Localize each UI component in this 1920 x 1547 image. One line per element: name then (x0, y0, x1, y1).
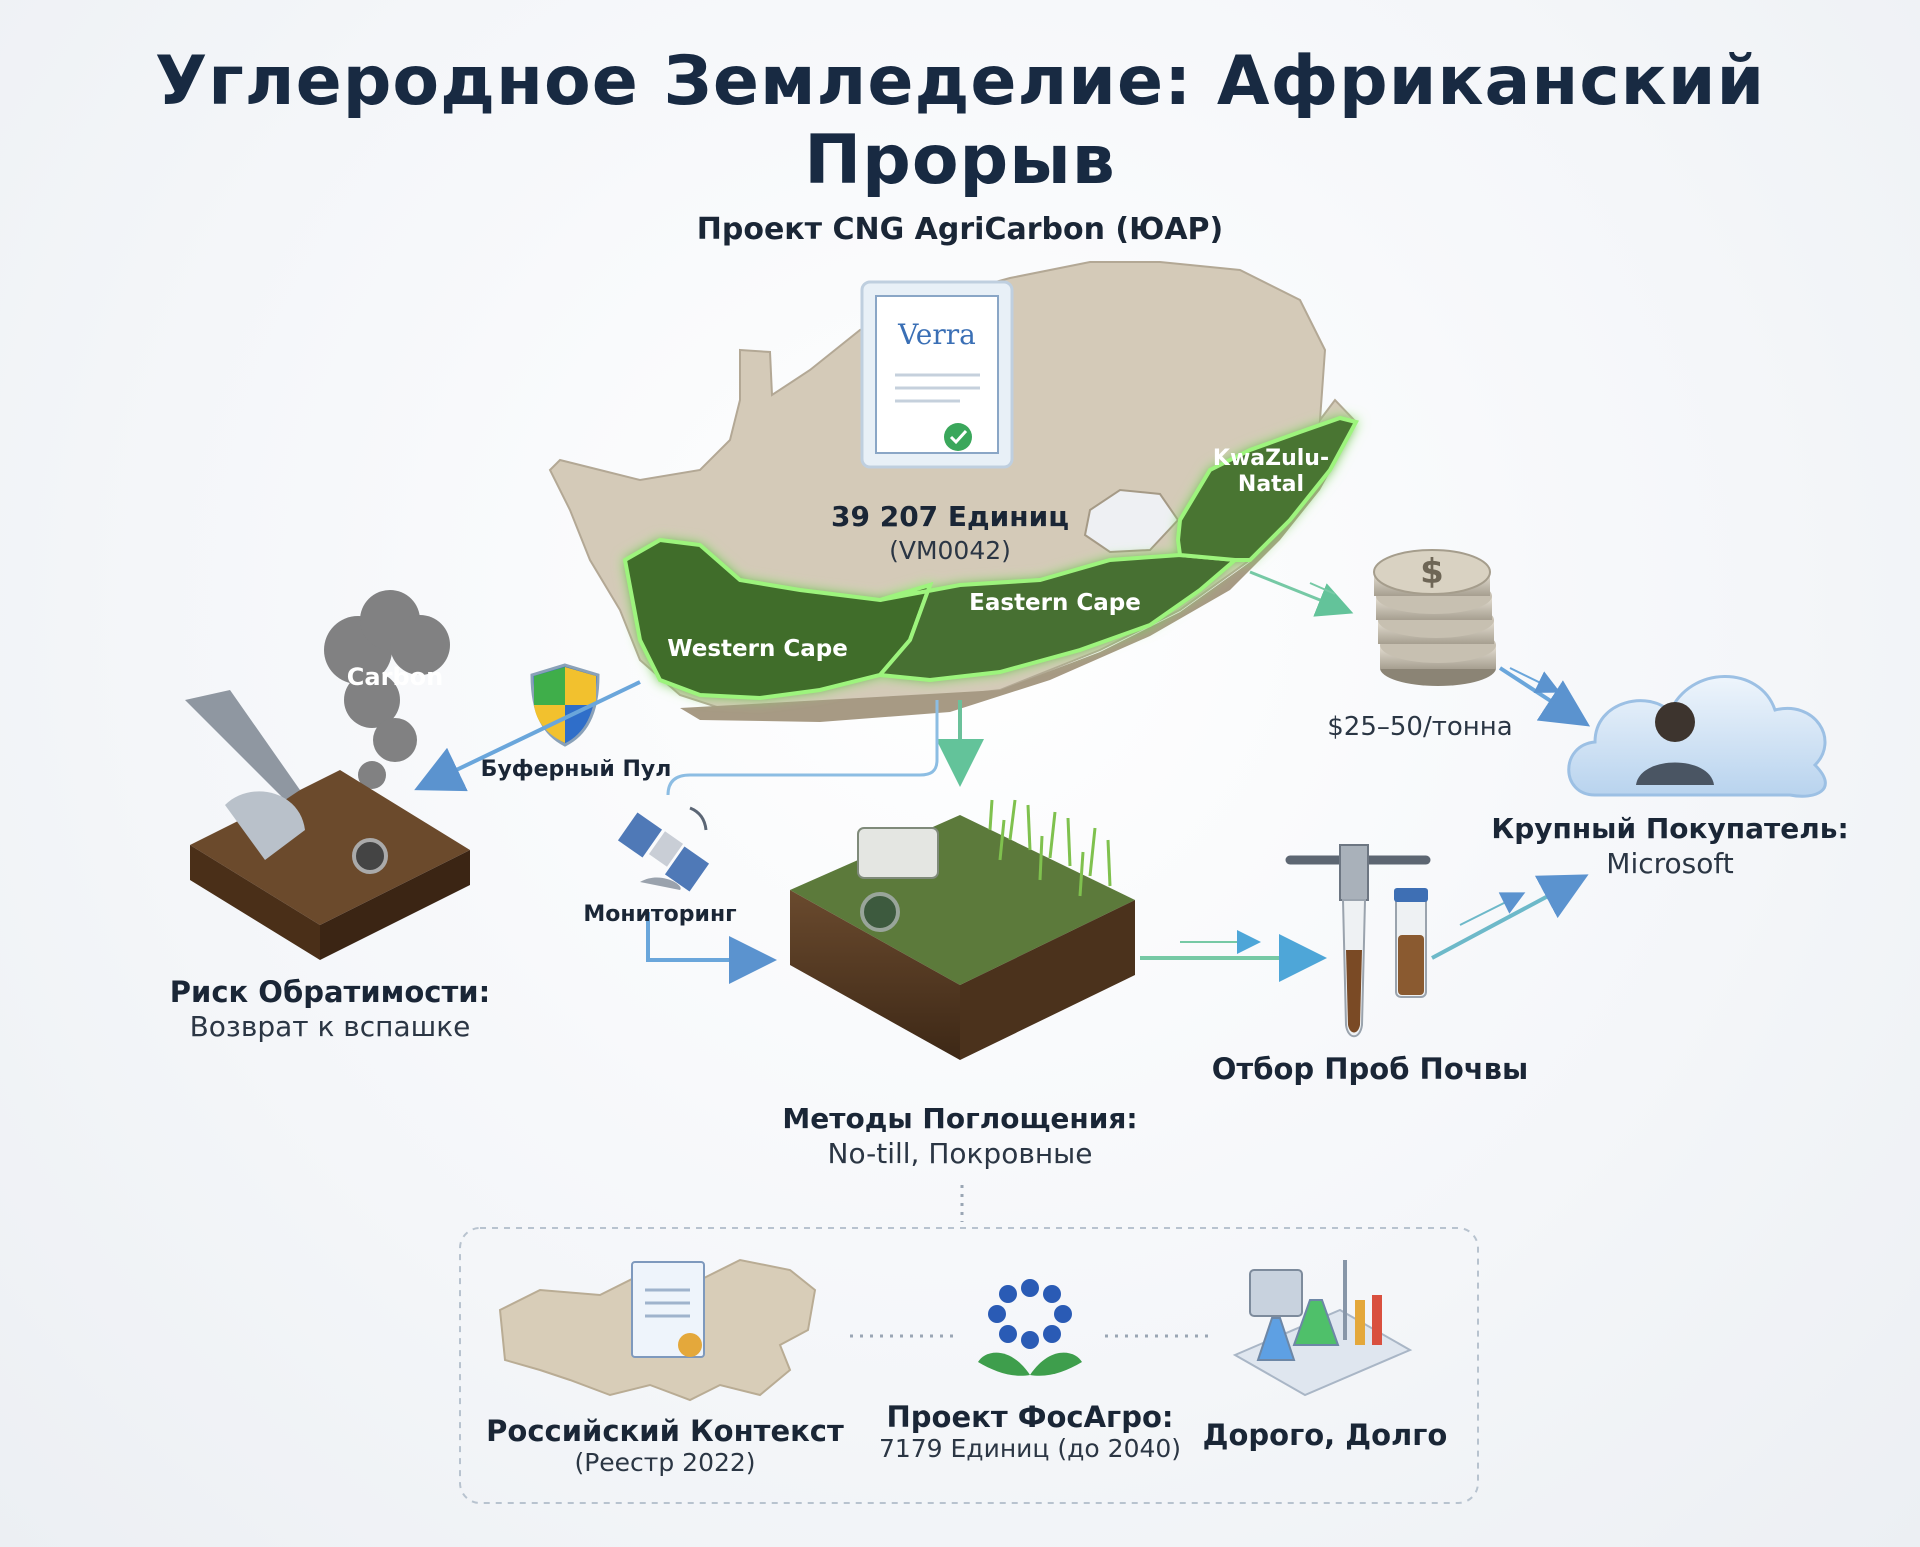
field-tile (790, 799, 1135, 1060)
seal-icon (944, 423, 972, 451)
user-avatar-icon (1655, 702, 1695, 742)
arrow-sampling-to-buyer (1431, 874, 1589, 960)
page-title: Углеродное Земледелие: Африканский Проры… (154, 42, 1766, 200)
buffer-pool-label: Буферный Пул (480, 757, 672, 782)
certificate-brand: Verra (898, 318, 976, 351)
cloud-buyer-icon (1567, 675, 1827, 798)
phosagro-title: Проект ФосАгро: (886, 1400, 1174, 1434)
arrow-map-to-monitoring (666, 700, 939, 796)
buyer-name: Microsoft (1606, 847, 1734, 880)
methodology-code: (VM0042) (889, 536, 1011, 565)
eastern-cape-region (875, 552, 1240, 683)
arrow-monitoring-to-field (646, 912, 777, 984)
coin-dollar-symbol: $ (1420, 552, 1444, 592)
region-label-kzn-line1: KwaZulu- (1212, 446, 1330, 471)
phosagro-logo (978, 1279, 1082, 1376)
satellite-icon (617, 806, 710, 892)
methods-subtitle: No-till, Покровные (827, 1137, 1093, 1170)
arrow-map-to-coins (1249, 570, 1354, 617)
buyer-title: Крупный Покупатель: (1491, 812, 1849, 845)
south-africa-map (548, 261, 1359, 722)
plough-soil-tile (185, 690, 470, 960)
russia-context-title: Российский Контекст (486, 1414, 844, 1448)
verra-certificate (860, 280, 1014, 469)
region-label-eastern-cape: Eastern Cape (969, 590, 1141, 616)
plough-icon (185, 690, 300, 800)
lab-equipment-icon (1232, 1260, 1413, 1397)
phosagro-subtitle: 7179 Единиц (до 2040) (878, 1434, 1182, 1463)
units-count: 39 207 Единиц (831, 500, 1069, 533)
region-label-western-cape: Western Cape (667, 636, 848, 662)
smoke-label: Carbon (346, 663, 444, 691)
russia-context-panel (459, 1227, 1479, 1504)
cost-title: Дорого, Долго (1202, 1418, 1448, 1452)
arrow-coins-to-buyer (1498, 666, 1591, 727)
kwazulu-natal-region (1175, 415, 1359, 562)
russia-map-icon (498, 1258, 817, 1402)
price-label: $25–50/тонна (1327, 712, 1513, 742)
seeder-icon (857, 827, 939, 879)
monitoring-label: Мониторинг (583, 902, 737, 927)
region-label-kzn: KwaZulu- Natal (1196, 446, 1346, 498)
sampling-title: Отбор Проб Почвы (1211, 1052, 1529, 1086)
reversal-subtitle: Возврат к вспашке (189, 1010, 471, 1043)
methods-title: Методы Поглощения: (782, 1102, 1138, 1135)
reversal-title: Риск Обратимости: (169, 975, 491, 1009)
flow-arrows (414, 570, 1591, 984)
document-icon (631, 1261, 705, 1358)
russia-context-subtitle: (Реестр 2022) (574, 1448, 756, 1477)
soil-probe-icon (1285, 844, 1431, 1038)
arrow-to-reversal (414, 680, 641, 792)
smoke-icon (324, 590, 450, 789)
project-heading: Проект CNG AgriCarbon (ЮАР) (696, 212, 1224, 247)
coins-icon (1373, 549, 1496, 686)
region-label-kzn-line2: Natal (1237, 472, 1305, 497)
